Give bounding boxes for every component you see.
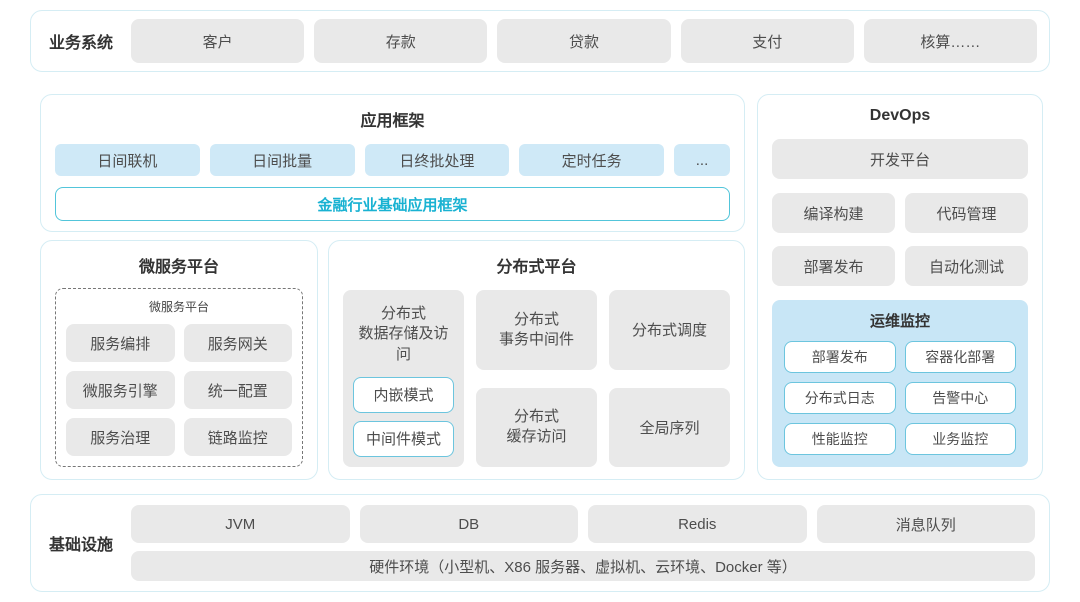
- ops-alert-center: 告警中心: [904, 382, 1016, 414]
- platforms-row: 微服务平台 微服务平台 服务编排 服务网关 微服务引擎 统一配置 服务治理 链路…: [40, 240, 745, 480]
- ops-monitoring-panel: 运维监控 部署发布 容器化部署 分布式日志 告警中心 性能监控 业务监控: [772, 300, 1028, 467]
- code-management-box: 代码管理: [905, 193, 1028, 233]
- infrastructure-content: JVM DB Redis 消息队列 硬件环境（小型机、X86 服务器、虚拟机、云…: [131, 505, 1035, 581]
- business-system-deposit: 存款: [314, 19, 488, 63]
- middleware-mode-box: 中间件模式: [353, 420, 454, 457]
- distributed-panel: 分布式平台 分布式 数据存储及访问 内嵌模式 中间件模式 分布式 事务中间件 分…: [328, 240, 745, 480]
- global-sequence: 全局序列: [609, 387, 730, 467]
- distributed-title: 分布式平台: [496, 259, 577, 276]
- middle-area: 应用框架 日间联机 日间批量 日终批处理 定时任务 ... 金融行业基础应用框架…: [40, 94, 1043, 480]
- module-scheduled-task: 定时任务: [519, 144, 664, 176]
- ops-distributed-logging: 分布式日志: [784, 382, 896, 414]
- ops-business-monitoring: 业务监控: [904, 423, 1016, 455]
- infrastructure-panel: 基础设施 JVM DB Redis 消息队列 硬件环境（小型机、X86 服务器、…: [30, 494, 1050, 592]
- devops-panel: DevOps 开发平台 编译构建 代码管理 部署发布 自动化测试 运维监控 部署…: [757, 94, 1043, 480]
- module-daytime-batch: 日间批量: [209, 144, 355, 176]
- app-framework-panel: 应用框架 日间联机 日间批量 日终批处理 定时任务 ... 金融行业基础应用框架: [40, 94, 745, 232]
- distributed-grid: 分布式 数据存储及访问 内嵌模式 中间件模式 分布式 事务中间件 分布式 缓存访…: [343, 290, 730, 467]
- infra-db: DB: [359, 505, 578, 543]
- distributed-storage-box: 分布式 数据存储及访问 内嵌模式 中间件模式: [343, 290, 464, 467]
- ms-trace-monitoring: 链路监控: [183, 418, 292, 456]
- business-systems-label: 业务系统: [48, 35, 113, 52]
- ms-service-gateway: 服务网关: [183, 324, 292, 362]
- hardware-environment-bar: 硬件环境（小型机、X86 服务器、虚拟机、云环境、Docker 等）: [131, 551, 1035, 581]
- business-system-accounting: 核算……: [863, 19, 1038, 63]
- distributed-col-3: 分布式调度 全局序列: [609, 290, 730, 467]
- ms-service-orchestration: 服务编排: [66, 324, 175, 362]
- infra-message-queue: 消息队列: [816, 505, 1035, 543]
- dev-platform-box: 开发平台: [772, 139, 1028, 179]
- app-framework-title: 应用框架: [360, 113, 425, 130]
- module-more: ...: [674, 144, 730, 176]
- ops-monitoring-grid: 部署发布 容器化部署 分布式日志 告警中心 性能监控 业务监控: [784, 341, 1016, 455]
- embedded-mode-box: 内嵌模式: [353, 376, 454, 413]
- business-systems-panel: 业务系统 客户 存款 贷款 支付 核算……: [30, 10, 1050, 72]
- business-system-loan: 贷款: [497, 19, 671, 63]
- business-system-payment: 支付: [680, 19, 854, 63]
- module-daytime-online: 日间联机: [55, 144, 200, 176]
- infra-redis: Redis: [588, 505, 807, 543]
- ms-microservice-engine: 微服务引擎: [66, 371, 175, 409]
- compile-build-box: 编译构建: [772, 193, 895, 233]
- devops-title: DevOps: [869, 107, 931, 124]
- microservice-inner-box: 微服务平台 服务编排 服务网关 微服务引擎 统一配置 服务治理 链路监控: [55, 288, 303, 467]
- distributed-col-2: 分布式 事务中间件 分布式 缓存访问: [476, 290, 597, 467]
- ops-deploy-release: 部署发布: [784, 341, 896, 373]
- base-framework-bar: 金融行业基础应用框架: [55, 187, 730, 221]
- ops-monitoring-title: 运维监控: [869, 313, 930, 330]
- ops-performance-monitoring: 性能监控: [784, 423, 896, 455]
- distributed-transaction-middleware: 分布式 事务中间件: [476, 290, 597, 370]
- business-system-customer: 客户: [131, 19, 305, 63]
- microservice-grid: 服务编排 服务网关 微服务引擎 统一配置 服务治理 链路监控: [66, 324, 292, 456]
- microservice-panel: 微服务平台 微服务平台 服务编排 服务网关 微服务引擎 统一配置 服务治理 链路…: [40, 240, 318, 480]
- deploy-release-box: 部署发布: [772, 246, 895, 286]
- middle-left: 应用框架 日间联机 日间批量 日终批处理 定时任务 ... 金融行业基础应用框架…: [40, 94, 745, 480]
- microservice-inner-title: 微服务平台: [148, 300, 209, 314]
- devops-tools-grid: 编译构建 代码管理 部署发布 自动化测试: [772, 193, 1028, 286]
- business-systems-list: 客户 存款 贷款 支付 核算……: [131, 19, 1038, 63]
- app-framework-modules: 日间联机 日间批量 日终批处理 定时任务 ...: [55, 144, 730, 176]
- module-eod-batch: 日终批处理: [364, 144, 510, 176]
- ops-containerized-deploy: 容器化部署: [904, 341, 1016, 373]
- ms-service-governance: 服务治理: [66, 418, 175, 456]
- distributed-scheduling: 分布式调度: [609, 290, 730, 370]
- microservice-title: 微服务平台: [138, 259, 219, 276]
- distributed-cache-access: 分布式 缓存访问: [476, 387, 597, 467]
- ms-unified-config: 统一配置: [183, 371, 292, 409]
- automated-testing-box: 自动化测试: [905, 246, 1028, 286]
- infrastructure-list: JVM DB Redis 消息队列: [131, 505, 1035, 543]
- infrastructure-label: 基础设施: [48, 537, 113, 554]
- distributed-storage-title: 分布式 数据存储及访问: [358, 305, 449, 363]
- infra-jvm: JVM: [131, 505, 350, 543]
